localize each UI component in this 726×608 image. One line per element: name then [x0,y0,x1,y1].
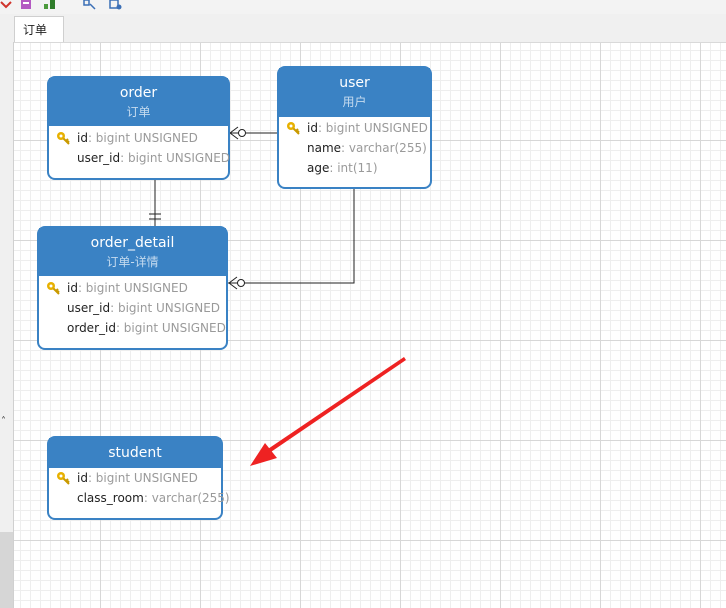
field-list: id: bigint UNSIGNED user_id: bigint UNSI… [39,276,226,338]
field-list: id: bigint UNSIGNED user_id: bigint UNSI… [49,126,231,168]
field-row[interactable]: user_id: bigint UNSIGNED [39,298,226,318]
primary-key-icon [57,132,70,145]
entity-name: order [119,85,158,101]
tab-order-diagram[interactable]: 订单 [14,16,64,42]
entity-name: user [339,75,370,91]
toolbar-icon-1[interactable] [0,0,12,10]
entity-student[interactable]: student id: bigint UNSIGNED class_room: … [47,436,230,520]
field-list: id: bigint UNSIGNED name: varchar(255) a… [279,117,430,178]
field-type: : int(11) [329,161,378,175]
field-type: : varchar(255) [143,491,230,505]
toolbar-icon-2[interactable] [20,0,32,10]
field-row[interactable]: name: varchar(255) [279,138,430,158]
toolbar-icon-5[interactable] [109,0,122,10]
field-type: : bigint UNSIGNED [115,321,226,335]
entity-header: order_detail 订单-详情 [39,228,226,276]
field-name: user_id [67,301,111,315]
field-row[interactable]: order_id: bigint UNSIGNED [39,318,226,338]
entity-comment: 订单-详情 [106,255,159,269]
entity-header: student [49,438,221,468]
field-type: : bigint UNSIGNED [87,131,198,145]
field-row[interactable]: id: bigint UNSIGNED [39,278,226,298]
field-name: id [67,281,78,295]
field-row[interactable]: id: bigint UNSIGNED [49,468,221,488]
relation-user-order-detail [228,188,355,290]
entity-name: order_detail [90,235,175,251]
field-row[interactable]: id: bigint UNSIGNED [49,128,228,148]
field-row[interactable]: age: int(11) [279,158,430,178]
field-name: age [307,161,330,175]
field-row[interactable]: class_room: varchar(255) [49,488,230,508]
entity-name: student [108,445,162,461]
tab-strip [0,14,726,43]
entity-user[interactable]: user 用户 id: bigint UNSIGNED name: varcha… [277,66,432,189]
entity-order-detail[interactable]: order_detail 订单-详情 id: bigint UNSIGNED u… [37,226,228,350]
field-list: id: bigint UNSIGNED class_room: varchar(… [49,468,230,508]
field-name: id [307,121,318,135]
toolbar-icon-4[interactable] [83,0,96,10]
collapse-arrow-icon[interactable]: ˄ [1,416,6,427]
field-type: : bigint UNSIGNED [110,301,221,315]
relation-order-user [229,126,278,140]
field-type: : bigint UNSIGNED [77,281,188,295]
toolbar [0,0,726,14]
relation-order-order-detail [149,179,161,227]
primary-key-icon [57,472,70,485]
entity-comment: 用户 [342,95,367,109]
field-row[interactable]: user_id: bigint UNSIGNED [49,148,231,168]
field-name: id [77,131,88,145]
left-panel-scrollbar[interactable] [0,532,13,608]
entity-header: user 用户 [279,68,430,117]
entity-comment: 订单 [126,105,151,119]
toolbar-icon-3[interactable] [44,0,56,10]
field-row[interactable]: id: bigint UNSIGNED [279,118,430,138]
field-type: : varchar(255) [341,141,427,155]
field-name: user_id [77,151,121,165]
primary-key-icon [47,282,60,295]
field-name: id [77,471,88,485]
entity-header: order 订单 [49,78,228,126]
field-type: : bigint UNSIGNED [120,151,231,165]
entity-order[interactable]: order 订单 id: bigint UNSIGNED user_id: bi… [47,76,230,180]
field-name: class_room [77,491,144,505]
field-type: : bigint UNSIGNED [317,121,428,135]
field-name: name [307,141,342,155]
annotation-arrow [250,357,406,466]
left-panel-edge[interactable]: ˄ [0,42,14,608]
primary-key-icon [287,122,300,135]
field-type: : bigint UNSIGNED [87,471,198,485]
field-name: order_id [67,321,116,335]
